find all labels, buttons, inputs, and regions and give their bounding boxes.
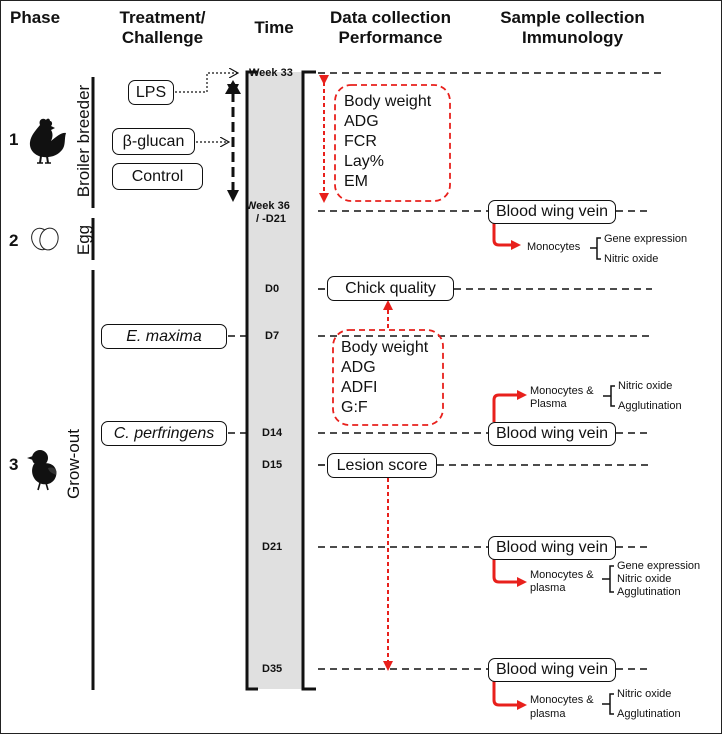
week36-assay-bracket	[590, 237, 601, 260]
header-treatment: Treatment/ Challenge	[119, 8, 206, 47]
time-week33: Week 33	[249, 67, 293, 79]
lesion-score-box: Lesion score	[327, 453, 437, 478]
metric-item: Lay%	[344, 153, 385, 170]
metric-item: ADFI	[341, 379, 378, 396]
breeder-metrics-list: Body weight ADG FCR Lay% EM	[344, 92, 431, 192]
treatment-arrow-top	[225, 80, 241, 94]
d35-assay: Agglutination	[617, 708, 681, 720]
time-week36-d21: / -D21	[256, 213, 286, 225]
d35-assay-bracket	[602, 693, 614, 715]
metric-item: Body weight	[341, 339, 429, 356]
growout-metrics-outline	[332, 329, 444, 426]
time-d7: D7	[265, 330, 280, 342]
week36-cells: Monocytes	[527, 241, 581, 253]
d35-cells-line2: plasma	[530, 708, 566, 720]
d21-assay: Agglutination	[617, 586, 681, 598]
d21-assay: Nitric oxide	[617, 573, 672, 585]
time-bracket-right	[301, 70, 316, 691]
phase-2-number: 2	[9, 231, 19, 250]
d35-sample-arrow	[492, 680, 527, 710]
time-week36: Week 36	[246, 200, 290, 212]
d21-assay-bracket	[602, 565, 614, 593]
blood-wing-vein-d35: Blood wing vein	[488, 658, 616, 682]
phase-2-label: Egg	[74, 224, 93, 256]
time-d15: D15	[262, 459, 283, 471]
d14-cells-line1: Monocytes &	[530, 385, 594, 397]
lps-connector	[175, 73, 237, 93]
blood-wing-vein-week36: Blood wing vein	[488, 200, 616, 224]
control-box: Control	[112, 163, 203, 190]
phase-3-label: Grow-out	[64, 429, 83, 499]
header-time: Time	[254, 18, 294, 37]
phase-1-number: 1	[9, 130, 19, 149]
week36-assay: Gene expression	[604, 233, 688, 245]
time-bracket-left	[245, 70, 258, 691]
time-d35: D35	[262, 663, 283, 675]
chick-icon	[27, 450, 57, 491]
header-sample-collection: Sample collection Immunology	[500, 8, 645, 47]
header-data-collection: Data collection Performance	[330, 8, 451, 47]
phase-1-label: Broiler breeder	[74, 84, 93, 198]
metric-item: ADG	[341, 359, 376, 376]
metric-item: FCR	[344, 133, 377, 150]
blood-wing-vein-d21: Blood wing vein	[488, 536, 616, 560]
egg-icon	[31, 227, 59, 251]
d14-assay: Agglutination	[618, 400, 682, 412]
time-d14: D14	[262, 427, 283, 439]
growout-metrics-list: Body weight ADG ADFI G:F	[341, 338, 428, 418]
d35-assay: Nitric oxide	[617, 688, 672, 700]
header-phase: Phase	[10, 8, 61, 27]
week36-assay: Nitric oxide	[604, 253, 659, 265]
d21-cells-line2: plasma	[530, 582, 566, 594]
time-d21: D21	[262, 541, 283, 553]
breeder-metrics-outline	[334, 84, 451, 202]
hen-icon	[29, 118, 66, 164]
metric-item: EM	[344, 173, 368, 190]
phase-3-number: 3	[9, 455, 19, 474]
time-d0: D0	[265, 283, 280, 295]
d14-sample-arrow	[492, 390, 527, 422]
lps-box: LPS	[128, 80, 174, 105]
week36-sample-arrow	[492, 222, 521, 250]
d21-cells-line1: Monocytes &	[530, 569, 594, 581]
time-bar	[247, 72, 302, 689]
metric-item: G:F	[341, 399, 368, 416]
d21-sample-arrow	[492, 558, 527, 587]
d14-assay: Nitric oxide	[618, 380, 673, 392]
beta-glucan-box: β-glucan	[112, 128, 195, 155]
d21-assay: Gene expression	[617, 560, 701, 572]
chick-quality-box: Chick quality	[327, 276, 454, 301]
e-maxima-box: E. maxima	[101, 324, 227, 349]
d35-cells-line1: Monocytes &	[530, 694, 594, 706]
c-perfringens-box: C. perfringens	[101, 421, 227, 446]
metric-item: Body weight	[344, 93, 432, 110]
blood-wing-vein-d14: Blood wing vein	[488, 422, 616, 446]
d14-cells-line2: Plasma	[530, 398, 567, 410]
d14-assay-bracket	[603, 385, 615, 407]
metric-item: ADG	[344, 113, 379, 130]
